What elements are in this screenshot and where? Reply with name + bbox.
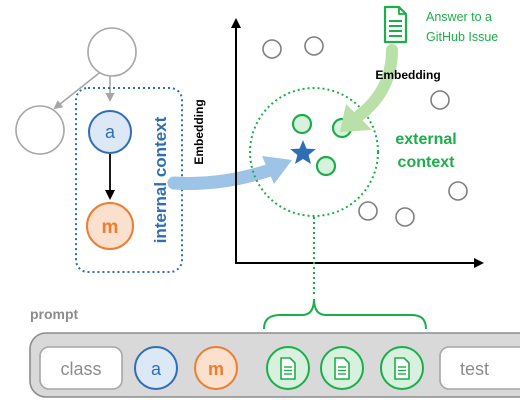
gray-point [448, 181, 468, 201]
prompt-token-doc [320, 346, 364, 390]
source-label-line1: Answer to a [426, 10, 492, 24]
document-icon [394, 357, 410, 380]
prompt-token-class-box [39, 346, 123, 390]
gray-point [395, 207, 415, 227]
node-a-label: a [105, 122, 116, 142]
node-a [88, 110, 132, 154]
internal-context-label: internal context [151, 116, 170, 243]
gray-point [358, 201, 378, 221]
prompt-token-doc [266, 346, 310, 390]
external-embedding-arrow [340, 44, 398, 132]
prompt-token-a-label: a [151, 359, 162, 379]
tree-root-node [87, 27, 137, 77]
star-icon [290, 140, 316, 164]
source-label-line2: GitHub Issue [426, 30, 498, 44]
prompt-bar: class a m [29, 332, 520, 398]
gray-point [262, 39, 282, 59]
prompt-token-doc [380, 346, 424, 390]
prompt-token-a [134, 346, 178, 390]
prompt-token-test-box [439, 346, 520, 390]
green-point [291, 113, 313, 135]
external-embedding-label: Embedding [375, 68, 440, 82]
prompt-token-m [194, 346, 238, 390]
tree: a m internal context Embedding [15, 27, 206, 273]
prompt-token-test: test [460, 359, 489, 379]
gray-point [304, 36, 324, 56]
gray-point [430, 90, 450, 110]
external-context-circle [249, 87, 379, 217]
internal-embedding-arrow [167, 156, 292, 190]
green-point [315, 155, 337, 177]
node-m [86, 202, 134, 250]
prompt-token-m-label: m [208, 359, 224, 379]
retrieval-brace [263, 298, 427, 330]
external-context-label-line2: context [398, 154, 456, 171]
external-context-label-line1: external [395, 131, 456, 148]
prompt-token-class: class [60, 359, 101, 379]
embedding-plot: external context Embedding Answer to a G… [231, 5, 498, 330]
node-m-label: m [102, 217, 119, 238]
document-icon [280, 357, 296, 380]
document-icon [334, 357, 350, 380]
document-icon [383, 5, 408, 44]
internal-embedding-label: Embedding [192, 99, 206, 164]
tree-edge [53, 69, 104, 110]
prompt-label: prompt [30, 306, 79, 322]
tree-sibling-node [15, 105, 65, 155]
